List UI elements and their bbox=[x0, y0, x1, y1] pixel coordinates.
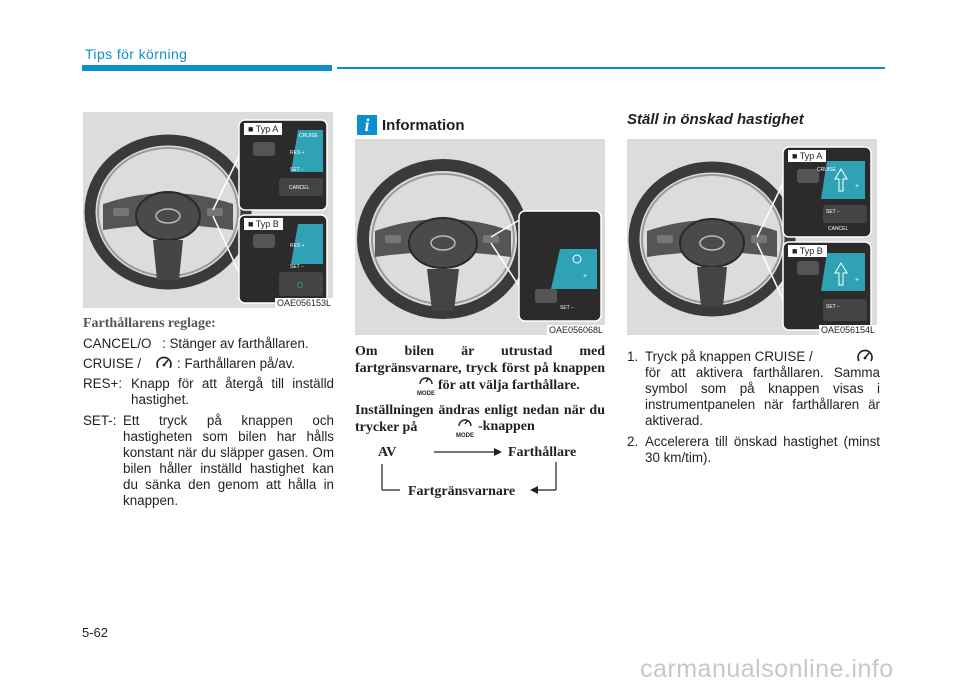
info-para1-text-a: Om bilen är utrustad med fartgränsvarnar… bbox=[355, 344, 605, 376]
button-label-cancel-b: O bbox=[297, 281, 304, 290]
step-2: 2. Accelerera till önskad hastighet (min… bbox=[627, 434, 880, 466]
mode-icon-1: MODE bbox=[414, 373, 438, 397]
flow-farthallare: Farthållare bbox=[508, 445, 577, 460]
type-a-label: ■ Typ A bbox=[788, 150, 827, 162]
mode-label-2: MODE bbox=[456, 433, 474, 439]
flow-arrows bbox=[381, 448, 557, 494]
info-para2-tail: -knappen bbox=[478, 419, 535, 434]
type-a-label: ■ Typ A bbox=[244, 123, 283, 135]
button-label-res: RES + bbox=[290, 150, 305, 156]
def-cancel-key: CANCEL/O bbox=[83, 336, 152, 351]
steering-wheel-illustration bbox=[84, 119, 328, 304]
step-1-text-b: för att aktivera farthållaren. Samma sym… bbox=[645, 365, 880, 428]
step-1-number: 1. bbox=[627, 349, 639, 364]
info-icon: i bbox=[357, 115, 377, 135]
button-label-cruise: CRUISE bbox=[299, 133, 318, 139]
section-title: Tips för körning bbox=[85, 46, 188, 62]
button-label-plus: + bbox=[583, 273, 588, 280]
mode-cruise-icon bbox=[419, 377, 433, 385]
button-label-set-b: SET − bbox=[826, 304, 840, 310]
header-bar bbox=[82, 65, 332, 71]
button-label-cancel: CANCEL bbox=[828, 226, 849, 232]
steering-wheel-illustration-right bbox=[628, 146, 872, 331]
flow-fartgransvarnare: Fartgränsvarnare bbox=[408, 484, 516, 499]
type-b-label: ■ Typ B bbox=[788, 245, 827, 257]
controls-heading: Farthållarens reglage: bbox=[83, 316, 216, 331]
cruise-icon bbox=[156, 356, 172, 369]
mode-label-1: MODE bbox=[417, 391, 435, 397]
button-label-plus: + bbox=[855, 183, 860, 190]
figure-steering-wheel-middle: + SET − OAE056068L bbox=[355, 139, 605, 335]
figure-steering-wheel-left: ■ Typ A ■ Typ B CRUISE RES + SET − CANCE… bbox=[83, 112, 333, 308]
button-label-set-b: SET − bbox=[290, 264, 304, 270]
header-rule bbox=[337, 67, 885, 69]
def-cruise-text: : Farthållaren på/av. bbox=[177, 356, 296, 371]
mode-cruise-icon bbox=[458, 419, 472, 427]
step-2-number: 2. bbox=[627, 434, 639, 449]
button-label-res-b: RES + bbox=[290, 243, 305, 249]
step-1: 1. Tryck på knappen CRUISE / för att akt… bbox=[627, 349, 880, 429]
info-para1-line: Om bilen är utrustad med fartgränsvarnar… bbox=[355, 343, 605, 377]
def-cruise: CRUISE / : Farthållaren på/av. bbox=[83, 356, 335, 372]
button-label-set: SET − bbox=[290, 167, 304, 173]
def-set: SET-: Ett tryck på knappen och hastighet… bbox=[83, 413, 335, 508]
button-label-cancel: CANCEL bbox=[289, 185, 310, 191]
def-set-key: SET-: bbox=[83, 413, 117, 428]
def-cancel: CANCEL/O : Stänger av farthållaren. bbox=[83, 336, 335, 352]
figure-code: OAE056068L bbox=[546, 325, 605, 335]
button-label-plus-b: + bbox=[855, 277, 860, 284]
info-para1-tail: för att välja farthållare. bbox=[438, 378, 580, 393]
step-2-text: Accelerera till önskad hastighet (minst … bbox=[645, 434, 880, 465]
type-b-label: ■ Typ B bbox=[244, 218, 283, 230]
mode-icon-2: MODE bbox=[453, 415, 477, 439]
def-res: RES+: Knapp för att återgå till inställd… bbox=[83, 376, 335, 408]
button-label-set-middle: SET − bbox=[560, 305, 574, 311]
def-res-text: Knapp för att återgå till inställd hasti… bbox=[131, 376, 334, 407]
page-number: 5-62 bbox=[82, 625, 109, 640]
step-1-text-a: Tryck på knappen CRUISE / bbox=[645, 349, 813, 364]
info-title: Information bbox=[382, 117, 465, 134]
flow-av: AV bbox=[378, 445, 397, 460]
def-set-text: Ett tryck på knappen och hastigheten som… bbox=[123, 413, 334, 508]
def-res-key: RES+: bbox=[83, 376, 123, 391]
figure-steering-wheel-right: ■ Typ A ■ Typ B CRUISE + SET − CANCEL + … bbox=[627, 139, 877, 335]
figure-code: OAE056153L bbox=[274, 298, 333, 308]
button-label-cruise: CRUISE bbox=[817, 167, 836, 173]
def-cruise-key: CRUISE / bbox=[83, 356, 142, 371]
info-paragraph-1: Om bilen är utrustad med fartgränsvarnar… bbox=[355, 343, 605, 397]
watermark: carmanualsonline.info bbox=[640, 655, 894, 683]
set-speed-heading: Ställ in önskad hastighet bbox=[627, 111, 804, 128]
cruise-icon bbox=[857, 349, 873, 362]
def-cancel-text: : Stänger av farthållaren. bbox=[162, 336, 309, 351]
info-para2-text-a: Inställningen ändras enligt nedan när du… bbox=[355, 403, 605, 435]
steering-wheel-illustration-middle bbox=[357, 159, 602, 322]
figure-code: OAE056154L bbox=[818, 325, 877, 335]
button-label-set: SET − bbox=[826, 209, 840, 215]
